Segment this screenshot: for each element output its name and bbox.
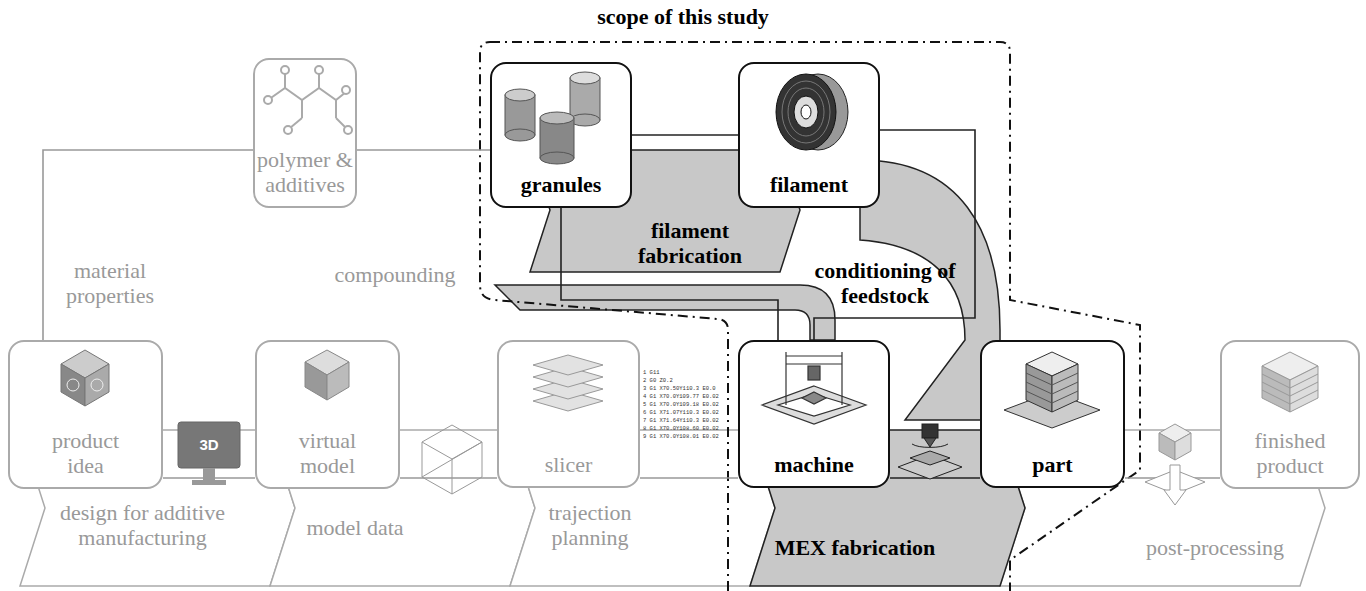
flow-connector xyxy=(632,134,738,136)
node-label: machine xyxy=(774,452,853,477)
flow-connector xyxy=(163,477,255,479)
context-box: product idea xyxy=(8,340,163,489)
process-band xyxy=(20,430,1325,586)
node-label: filament xyxy=(770,172,848,197)
gcode-line: 2 G0 Z0.2 xyxy=(643,378,673,385)
flow-label: compounding xyxy=(305,262,485,287)
flow-connector xyxy=(1125,477,1220,479)
context-box: virtual model xyxy=(255,340,400,489)
flow-connector xyxy=(890,477,980,479)
node-label: product idea xyxy=(36,428,136,478)
context-box: slicer xyxy=(497,340,640,488)
flow-connector xyxy=(640,477,738,479)
node-label: polymer & additives xyxy=(255,147,355,197)
monitor-text: 3D xyxy=(190,436,228,454)
flow-label: design for additive manufacturing xyxy=(30,500,255,550)
model-cube-icon xyxy=(305,350,349,400)
gcode-line: 7 G1 X71.64Y110.3 E0.02 xyxy=(643,418,719,425)
node-label: virtual model xyxy=(278,428,378,478)
idea-cube-icon xyxy=(61,350,109,406)
gcode-line: 5 G1 X70.0Y109.18 E0.02 xyxy=(643,402,719,409)
process-box: filament xyxy=(738,62,880,208)
spool-icon xyxy=(776,74,848,150)
flow-connector xyxy=(561,208,778,340)
gcode-line: 9 G1 X70.0Y108.01 E0.02 xyxy=(643,434,719,441)
context-box: polymer & additives xyxy=(253,58,357,208)
nozzle-icon xyxy=(898,424,962,479)
flow-label: material properties xyxy=(55,258,165,308)
process-box: part xyxy=(980,340,1125,488)
flow-label: model data xyxy=(285,515,425,540)
process-box: machine xyxy=(738,340,890,488)
monitor-icon xyxy=(178,422,240,485)
machine-icon xyxy=(762,352,866,424)
flow-label: MEX fabrication xyxy=(755,535,955,560)
product-icon xyxy=(1262,352,1318,412)
flow-label: trajection planning xyxy=(520,500,660,550)
flow-label: post-processing xyxy=(1135,535,1295,560)
flow-label: filament fabrication xyxy=(615,218,765,268)
context-box: finished product xyxy=(1220,340,1360,489)
gcode-line: 3 G1 X70.50Y110.3 E0.0 xyxy=(643,386,716,393)
node-label: finished product xyxy=(1240,428,1340,478)
gcode-line: 8 G1 X70.0Y108.60 E0.02 xyxy=(643,426,719,433)
layers-icon xyxy=(533,355,603,411)
scope-outline xyxy=(480,42,1140,591)
node-label: granules xyxy=(521,172,602,197)
gcode-line: 1 G11 xyxy=(643,370,660,377)
flow-connector xyxy=(357,149,490,151)
molecule-icon xyxy=(264,66,352,134)
part-icon xyxy=(1004,352,1100,428)
scope-title: scope of this study xyxy=(0,4,1366,30)
wireframe-icon xyxy=(422,425,482,494)
node-label: slicer xyxy=(519,452,619,477)
flow-connector xyxy=(400,477,497,479)
process-box: granules xyxy=(490,62,632,208)
granules-icon xyxy=(505,72,600,164)
feed-band xyxy=(495,285,835,340)
flow-connector xyxy=(43,150,253,340)
gcode-line: 6 G1 X71.07Y110.3 E0.02 xyxy=(643,410,719,417)
flow-label: conditioning of feedstock xyxy=(810,258,960,308)
node-label: part xyxy=(1032,452,1072,477)
gcode-line: 4 G1 X70.0Y109.77 E0.02 xyxy=(643,394,719,401)
postprocess-icon xyxy=(1145,424,1205,505)
